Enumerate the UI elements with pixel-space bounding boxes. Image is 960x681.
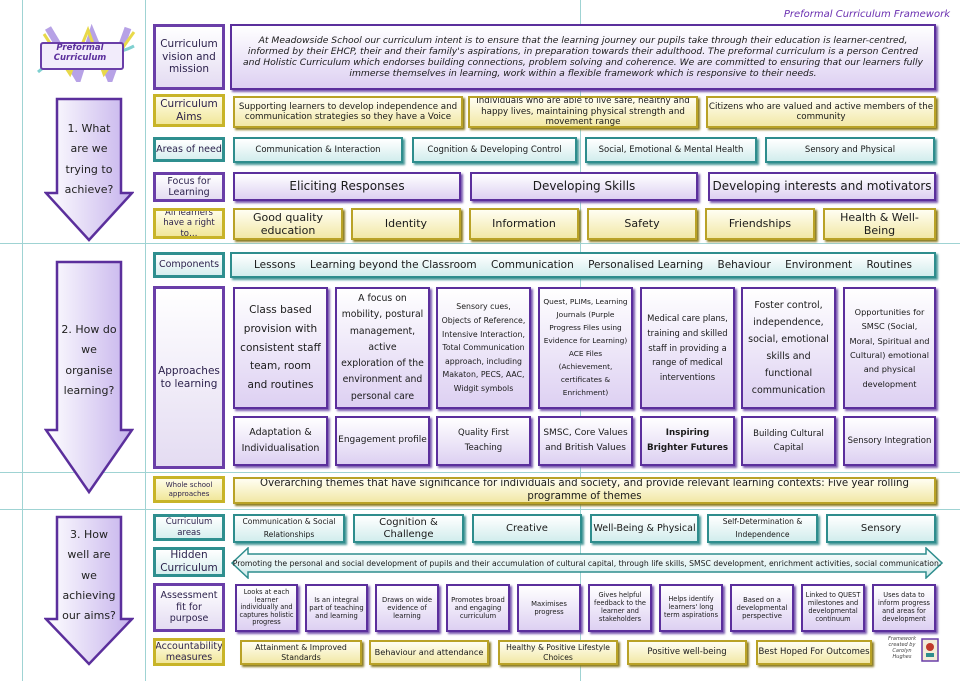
- area-of-need: Sensory and Physical: [765, 137, 935, 163]
- question-2-text: 2. How do we organise learning?: [61, 323, 117, 398]
- down-arrow-icon: [44, 260, 134, 495]
- curriculum-area: Cognition & Challenge: [353, 514, 464, 543]
- label-accountability: Accountability measures: [153, 638, 225, 666]
- guide-line: [145, 0, 146, 681]
- area-of-need: Communication & Interaction: [233, 137, 403, 163]
- label-assessment: Assessment fit for purpose: [153, 583, 225, 632]
- approach-card: A focus on mobility, postural management…: [335, 287, 430, 409]
- approach-card: Engagement profile: [335, 416, 430, 466]
- question-arrow-3: 3. How well are we achieving our aims?: [44, 515, 134, 667]
- assessment-item: Linked to QUEST milestones and developme…: [801, 584, 865, 632]
- logo-text: Preformal Curriculum: [53, 43, 107, 64]
- label-hidden: Hidden Curriculum: [153, 547, 225, 577]
- assessment-item: Uses data to inform progress and areas f…: [872, 584, 936, 632]
- approach-card: Sensory Integration: [843, 416, 936, 466]
- approach-card: Inspiring Brighter Futures: [640, 416, 735, 466]
- component-item: Lessons: [254, 258, 296, 271]
- accountability-item: Positive well-being: [627, 640, 747, 665]
- logo-badge: [40, 42, 124, 70]
- label-rights: All learners have a right to…: [153, 208, 225, 239]
- curriculum-area: Self-Determination & Independence: [707, 514, 818, 543]
- double-arrow-icon: [231, 547, 943, 579]
- component-item: Communication: [490, 258, 574, 271]
- right-item: Friendships: [705, 208, 815, 240]
- assessment-item: Gives helpful feedback to the learner an…: [588, 584, 652, 632]
- label-areas-of-need: Areas of need: [153, 137, 225, 162]
- approach-card: Quest, PLIMs, Learning Journals (Purple …: [538, 287, 633, 409]
- approach-card: Sensory cues, Objects of Reference, Inte…: [436, 287, 531, 409]
- hidden-curriculum-arrow: Promoting the personal and social develo…: [231, 547, 943, 579]
- component-item: Learning beyond the Classroom: [309, 258, 477, 271]
- label-curriculum-areas: Curriculum areas: [153, 514, 225, 541]
- label-vision: Curriculum vision and mission: [153, 24, 225, 90]
- assessment-item: Based on a developmental perspective: [730, 584, 794, 632]
- label-approaches: Approaches to learning: [153, 286, 225, 469]
- component-item: Personalised Learning: [588, 258, 704, 271]
- approach-card: Class based provision with consistent st…: [233, 287, 328, 409]
- assessment-item: Maximises progress: [517, 584, 581, 632]
- aim-item: Individuals who are able to live safe, h…: [468, 96, 698, 128]
- question-arrow-1: 1. What are we trying to achieve?: [44, 97, 134, 243]
- area-of-need: Cognition & Developing Control: [412, 137, 577, 163]
- down-arrow-icon: [44, 97, 134, 242]
- curriculum-area: Communication & Social Relationships: [233, 514, 345, 543]
- guide-line: [0, 243, 960, 244]
- assessment-item: Helps identify learners' long term aspir…: [659, 584, 723, 632]
- right-item: Identity: [351, 208, 461, 240]
- right-item: Information: [469, 208, 579, 240]
- curriculum-logo: Preformal Curriculum: [30, 23, 140, 88]
- right-item: Safety: [587, 208, 697, 240]
- assessment-item: Promotes broad and engaging curriculum: [446, 584, 510, 632]
- focus-item: Eliciting Responses: [233, 172, 461, 201]
- curriculum-area: Sensory: [826, 514, 936, 543]
- area-of-need: Social, Emotional & Mental Health: [585, 137, 757, 163]
- label-focus: Focus for Learning: [153, 172, 225, 202]
- right-item: Health & Well-Being: [823, 208, 936, 240]
- aim-item: Citizens who are valued and active membe…: [706, 96, 936, 128]
- accountability-item: Behaviour and attendance: [369, 640, 489, 665]
- credit-stamp: Framework created by Carolyn Hughes: [884, 634, 940, 668]
- focus-item: Developing Skills: [470, 172, 698, 201]
- hidden-curriculum-text: Promoting the personal and social develo…: [232, 558, 942, 568]
- component-item: Behaviour: [717, 258, 771, 271]
- accountability-item: Attainment & Improved Standards: [240, 640, 362, 665]
- approach-card: Medical care plans, training and skilled…: [640, 287, 735, 409]
- accountability-item: Healthy & Positive Lifestyle Choices: [498, 640, 618, 665]
- components-bar: Lessons Learning beyond the Classroom Co…: [230, 252, 936, 278]
- credit-emblem-icon: [921, 638, 939, 662]
- question-arrow-2: 2. How do we organise learning?: [44, 260, 134, 495]
- curriculum-area: Creative: [472, 514, 582, 543]
- right-item: Good quality education: [233, 208, 343, 240]
- question-1-text: 1. What are we trying to achieve?: [64, 122, 114, 197]
- component-item: Routines: [866, 258, 912, 271]
- question-3-text: 3. How well are we achieving our aims?: [62, 528, 116, 623]
- approach-card: Building Cultural Capital: [741, 416, 836, 466]
- assessment-item: Looks at each learner individually and c…: [235, 584, 298, 632]
- label-components: Components: [153, 252, 225, 278]
- framework-title: Preformal Curriculum Framework: [783, 9, 950, 20]
- down-arrow-icon: [44, 515, 134, 666]
- guide-line: [0, 472, 960, 473]
- vision-text: At Meadowside School our curriculum inte…: [230, 24, 936, 90]
- credit-text: Framework created by Carolyn Hughes: [887, 636, 917, 660]
- approach-card: Quality First Teaching: [436, 416, 531, 466]
- guide-line: [22, 0, 23, 681]
- component-item: Environment: [785, 258, 853, 271]
- approach-card: SMSC, Core Values and British Values: [538, 416, 633, 466]
- accountability-item: Best Hoped For Outcomes: [756, 640, 872, 665]
- aim-item: Supporting learners to develop independe…: [233, 96, 463, 128]
- label-aims: Curriculum Aims: [153, 94, 225, 127]
- label-whole-school: Whole school approaches: [153, 476, 225, 503]
- curriculum-area: Well-Being & Physical: [590, 514, 699, 543]
- assessment-item: Draws on wide evidence of learning: [375, 584, 439, 632]
- approach-card: Opportunities for SMSC (Social, Moral, S…: [843, 287, 936, 409]
- assessment-item: Is an integral part of teaching and lear…: [305, 584, 368, 632]
- approach-card: Foster control, independence, social, em…: [741, 287, 836, 409]
- guide-line: [0, 509, 960, 510]
- focus-item: Developing interests and motivators: [708, 172, 936, 201]
- whole-school-text: Overarching themes that have significanc…: [233, 477, 936, 504]
- approach-card: Adaptation & Individualisation: [233, 416, 328, 466]
